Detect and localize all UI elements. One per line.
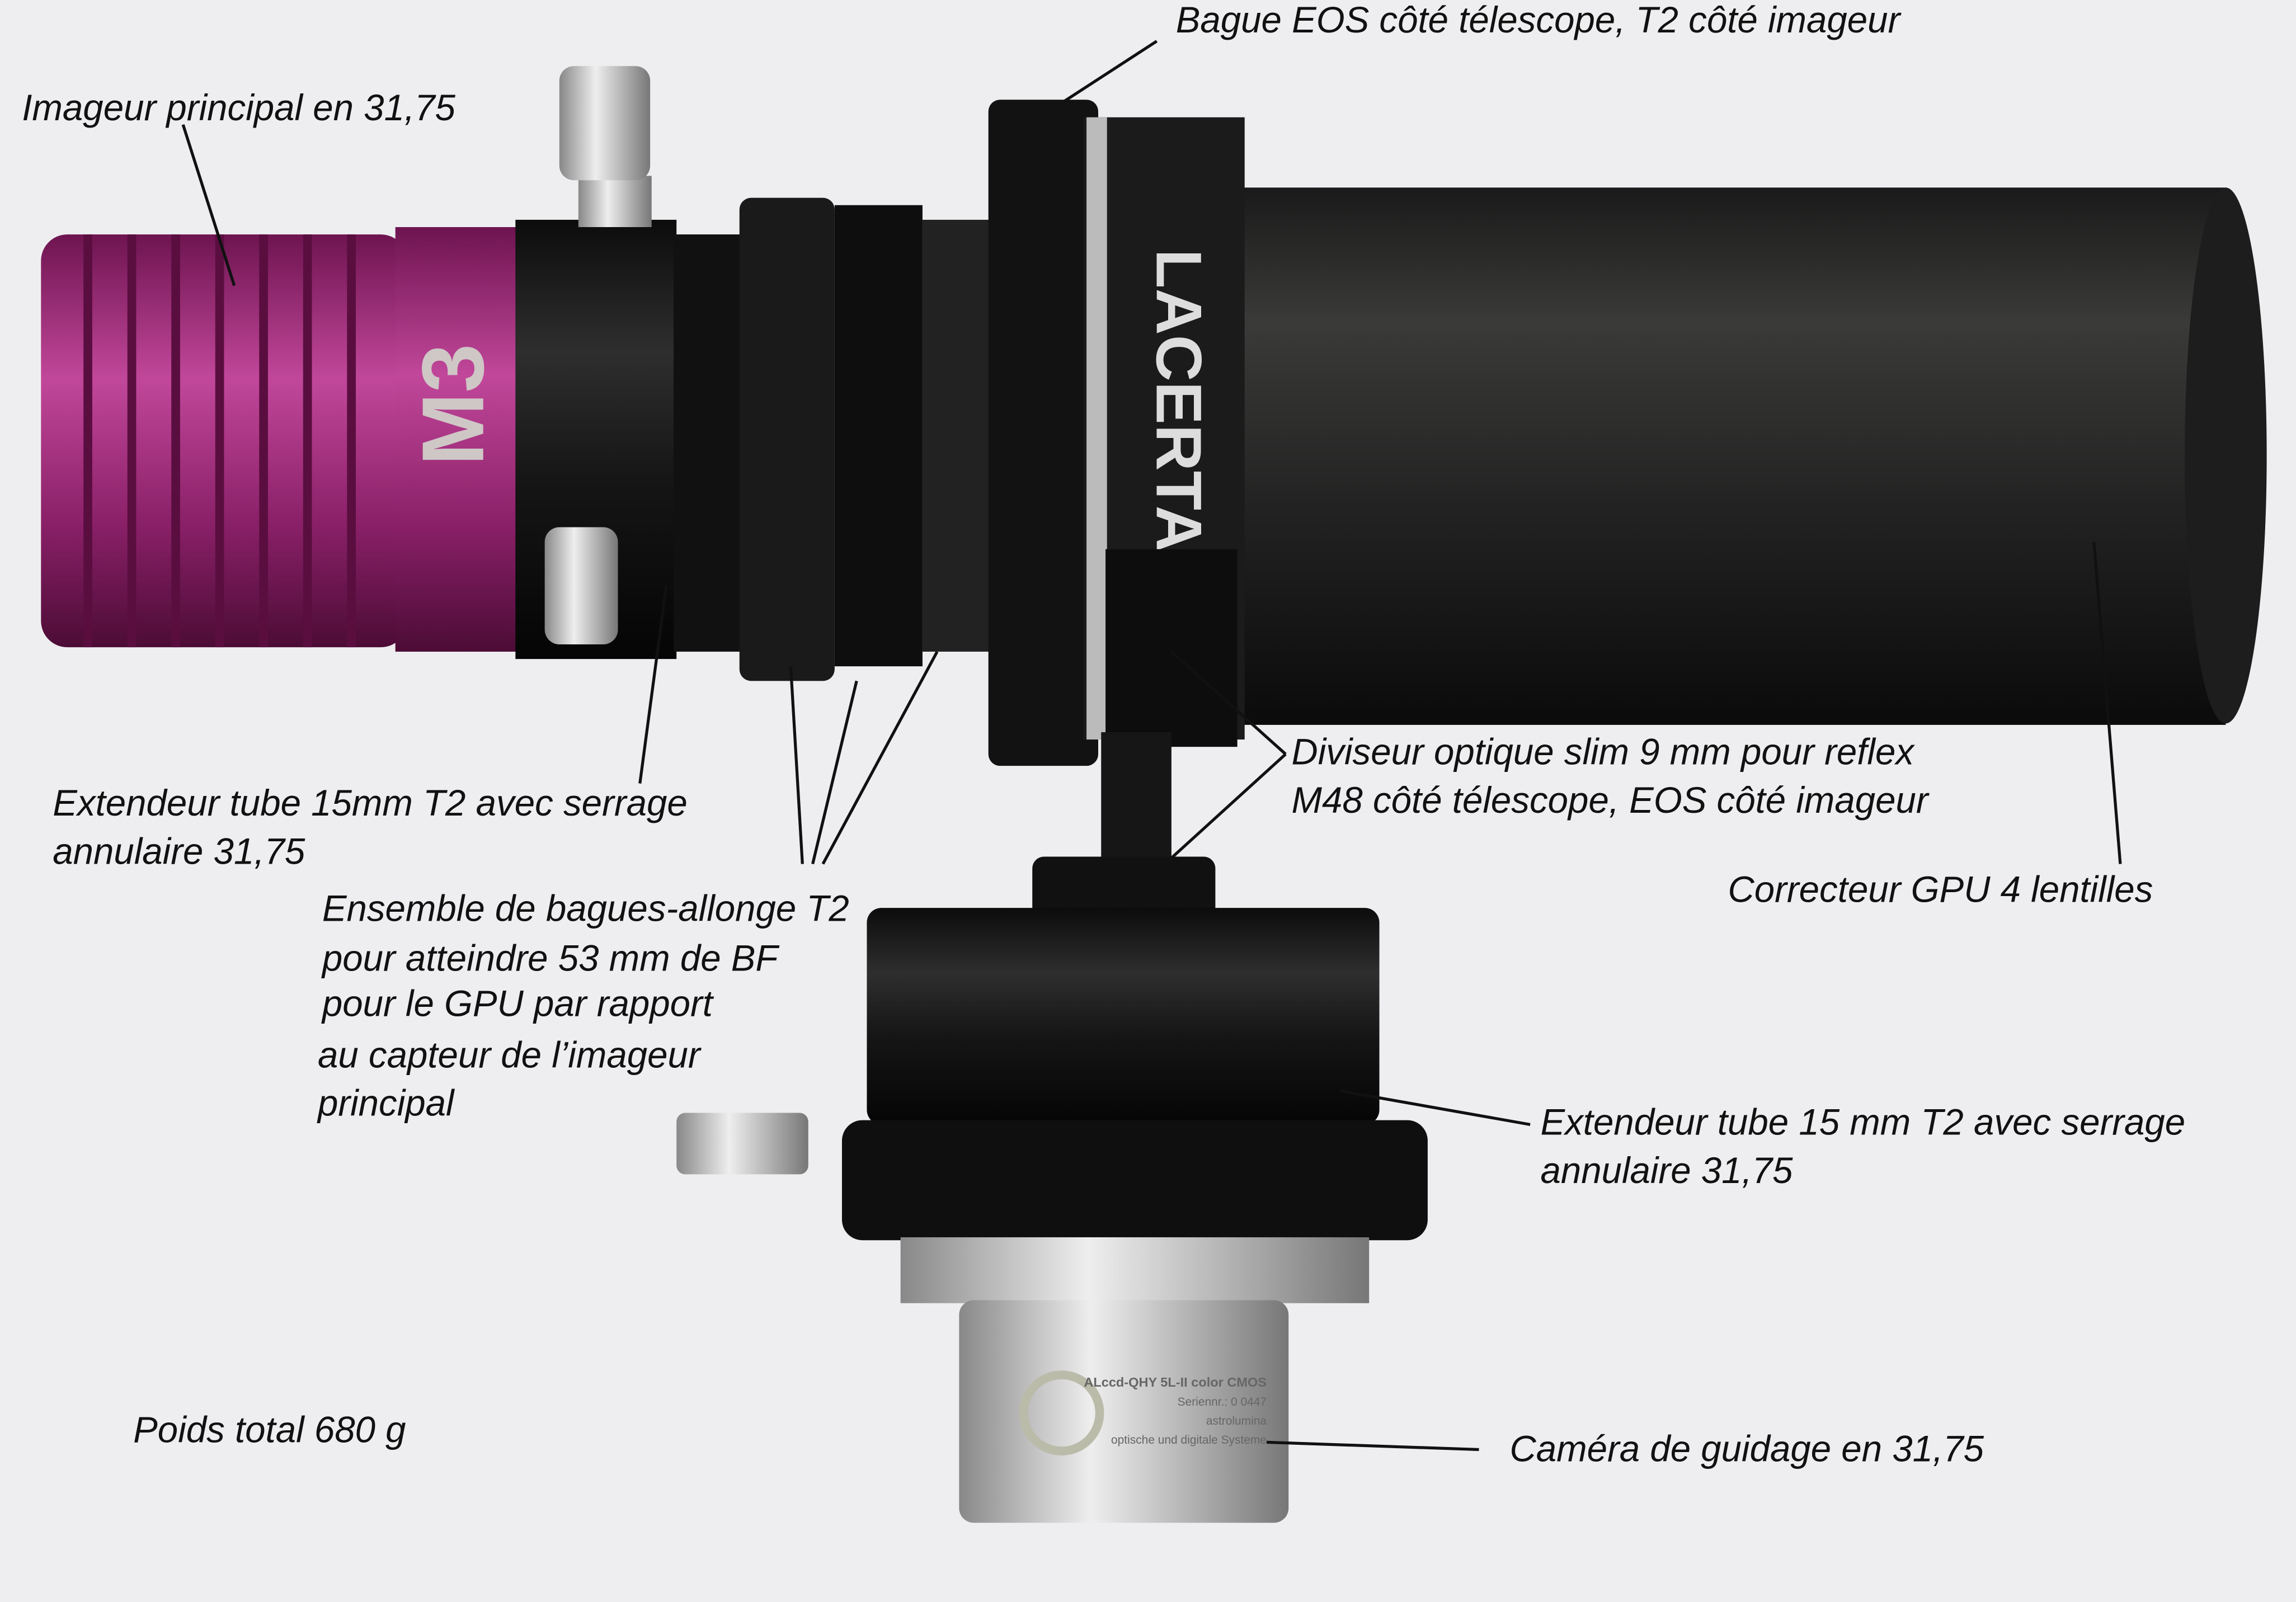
guide-camera [959, 1300, 1289, 1523]
label-extender-top: annulaire 31,75 [53, 831, 305, 872]
label-extender-top: Extendeur tube 15mm T2 avec serrage [53, 783, 688, 823]
camera-logo: M3 [404, 343, 502, 465]
t2-extension-rings [673, 197, 1003, 681]
guide-label-line: astrolumina [1206, 1415, 1267, 1427]
label-guide-camera: Caméra de guidage en 31,75 [1509, 1428, 1984, 1469]
label-weight: Poids total 680 g [133, 1409, 406, 1450]
lacerta-logo: LACERTA [1143, 249, 1215, 552]
label-rings: pour le GPU par rapport [321, 983, 714, 1024]
label-extender-bottom: Extendeur tube 15 mm T2 avec serrage [1540, 1102, 2185, 1143]
guide-assembly: ALccd-QHY 5L-II color CMOS Seriennr.: 0 … [676, 732, 1428, 1523]
label-rings: au capteur de l’imageur [318, 1034, 702, 1075]
main-imager-camera: M3 [41, 227, 528, 652]
guide-label-line: ALccd-QHY 5L-II color CMOS [1084, 1375, 1267, 1389]
thumbscrew-knob [559, 66, 651, 181]
label-splitter: Diviseur optique slim 9 mm pour reflex [1292, 732, 1916, 772]
label-eos-ring: Bague EOS côté télescope, T2 côté imageu… [1176, 0, 1902, 40]
guide-label-line: optische und digitale Systeme [1111, 1434, 1267, 1446]
guide-label-line: Seriennr.: 0 0447 [1178, 1396, 1267, 1408]
label-corrector: Correcteur GPU 4 lentilles [1728, 869, 2153, 910]
leader-lines [181, 40, 2122, 1452]
label-main-imager: Imageur principal en 31,75 [22, 87, 455, 128]
label-rings: Ensemble de bagues-allonge T2 [322, 888, 849, 929]
label-rings: pour atteindre 53 mm de BF [321, 938, 780, 979]
label-splitter: M48 côté télescope, EOS côté imageur [1292, 780, 1930, 821]
extender-tube-bottom [867, 908, 1380, 1125]
eos-ring-and-splitter: LACERTA [988, 100, 1245, 766]
gpu-corrector-tube [1237, 187, 2267, 725]
label-extender-bottom: annulaire 31,75 [1540, 1150, 1793, 1191]
label-rings: principal [317, 1083, 455, 1124]
thumbscrew-knob [676, 1113, 808, 1175]
extender-tube-top [515, 66, 677, 659]
thumbscrew-knob [544, 527, 618, 644]
